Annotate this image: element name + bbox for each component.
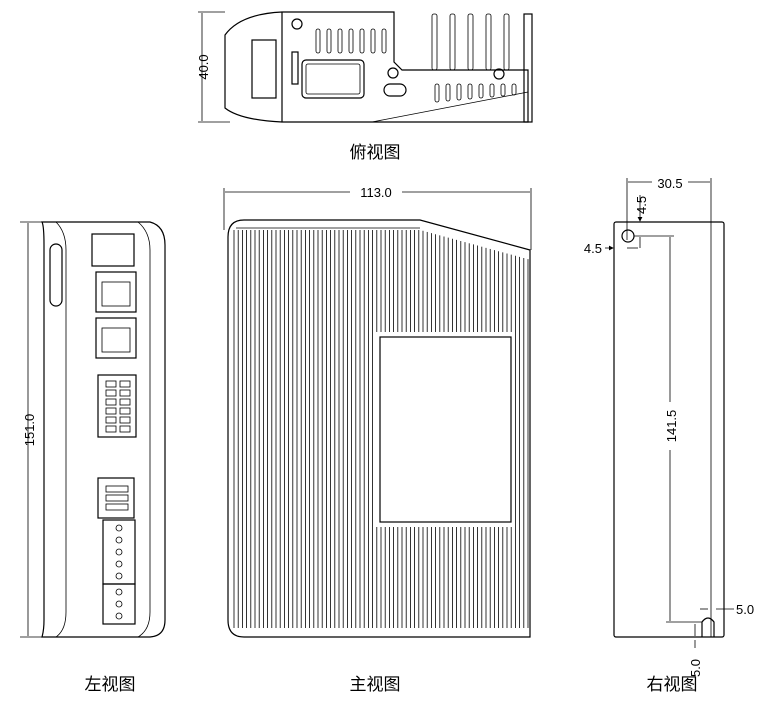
- top-view-caption: 俯视图: [350, 143, 401, 163]
- top-view: [224, 11, 533, 123]
- right-slot-bottom-label: 5.0: [688, 659, 703, 677]
- right-hole-left-label: 4.5: [584, 241, 602, 256]
- connector-pin: [105, 425, 117, 433]
- main-width-label: 113.0: [360, 185, 392, 200]
- vent-slot: [467, 83, 473, 100]
- connector-pin: [105, 380, 117, 388]
- heatsink-fin: [431, 13, 438, 71]
- connector-pin: [105, 407, 117, 415]
- vent-slot: [326, 28, 332, 54]
- left-view-caption: 左视图: [85, 675, 136, 695]
- connector-pin: [105, 503, 129, 511]
- right-hole-top-label: 4.5: [634, 196, 649, 214]
- left-height-dimension: 151.0: [20, 221, 50, 638]
- connector-pin: [105, 398, 117, 406]
- vent-slot: [434, 83, 440, 103]
- vent-slot: [445, 83, 451, 102]
- vent-slot: [456, 83, 462, 101]
- right-width-label: 30.5: [657, 176, 682, 191]
- right-dimensions: 30.5 4.5 4.5 141.5 5.0 5.0: [584, 175, 754, 677]
- top-height-label: 40.0: [196, 54, 211, 79]
- connector-pin: [105, 485, 129, 493]
- heatsink-fin: [485, 13, 492, 71]
- right-slot-right-label: 5.0: [736, 602, 754, 617]
- heatsink-fin: [467, 13, 474, 71]
- heatsink-fin: [449, 13, 456, 71]
- terminal-screw: [115, 548, 123, 556]
- vent-slot: [500, 83, 506, 97]
- connector-pin: [119, 407, 131, 415]
- left-height-label: 151.0: [22, 414, 37, 447]
- connector-pin: [119, 398, 131, 406]
- terminal-screw: [115, 536, 123, 544]
- terminal-screw: [115, 612, 123, 620]
- main-width-dimension: 113.0: [223, 184, 532, 250]
- connector-pin: [105, 494, 129, 502]
- connector-pin: [105, 416, 117, 424]
- vent-slot: [489, 83, 495, 98]
- vent-slot: [511, 83, 517, 96]
- main-view: [227, 219, 531, 638]
- terminal-screw: [115, 560, 123, 568]
- vent-slot: [381, 28, 387, 54]
- terminal-screw: [115, 524, 123, 532]
- connector-pin: [119, 416, 131, 424]
- vent-slot: [315, 28, 321, 54]
- connector-pin: [119, 389, 131, 397]
- terminal-screw: [115, 600, 123, 608]
- vent-slot: [359, 28, 365, 54]
- terminal-screw: [115, 572, 123, 580]
- top-height-dimension: 40.0: [196, 11, 230, 123]
- connector-pin: [119, 380, 131, 388]
- right-view-caption: 右视图: [647, 675, 698, 695]
- connector-pin: [119, 425, 131, 433]
- connector-pin: [105, 389, 117, 397]
- vent-slot: [370, 28, 376, 54]
- main-view-caption: 主视图: [350, 675, 401, 695]
- terminal-screw: [115, 588, 123, 596]
- left-view: [41, 221, 166, 638]
- right-hole-spacing-label: 141.5: [664, 410, 679, 443]
- heatsink-fin: [503, 13, 510, 71]
- vent-slot: [337, 28, 343, 54]
- vent-slot: [478, 83, 484, 99]
- vent-slot: [348, 28, 354, 54]
